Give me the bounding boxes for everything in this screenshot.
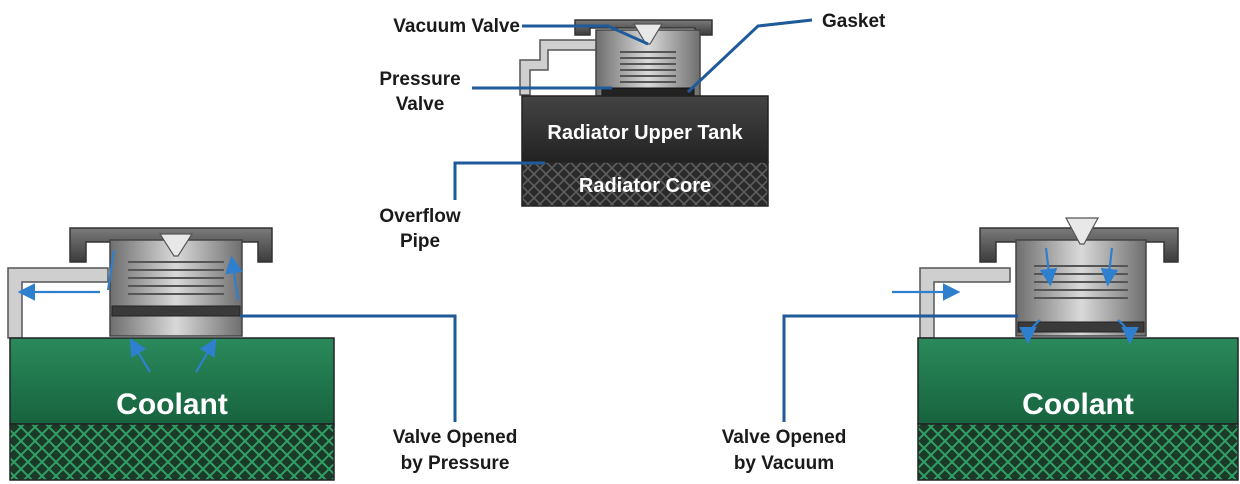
gasket-label: Gasket xyxy=(822,11,886,32)
right-coolant-label: Coolant xyxy=(1022,388,1134,421)
vacuum-valve-label: Vacuum Valve xyxy=(393,16,520,37)
vacuum-valve-cone xyxy=(632,23,664,45)
overflow-pipe xyxy=(519,39,616,96)
right-filler-neck xyxy=(1015,239,1147,337)
right-flow-arrow-down-left xyxy=(1039,247,1058,287)
right-flow-arrow-down-right xyxy=(1100,247,1119,287)
gasket xyxy=(601,87,695,97)
pressure-valve-label-line1: Pressure xyxy=(379,69,460,90)
right-flow-coolant-1 xyxy=(1019,319,1041,345)
left-cap-housing xyxy=(69,227,273,263)
left-flow-arrow-up-right xyxy=(225,255,243,301)
overflow-pipe-label-line2: Pipe xyxy=(400,231,440,252)
gasket-leader xyxy=(686,18,813,94)
left-flow-coolant-1 xyxy=(129,338,151,373)
left-spring xyxy=(128,261,224,295)
radiator-core-label: Radiator Core xyxy=(579,175,711,197)
right-radiator-core xyxy=(917,423,1239,481)
left-valve-plate xyxy=(111,305,241,317)
left-coolant-tank xyxy=(9,337,335,425)
left-vacuum-cone xyxy=(158,233,194,257)
right-cap-housing xyxy=(979,227,1179,263)
pressure-spring xyxy=(620,51,676,83)
overflow-pipe-leader xyxy=(453,161,545,200)
left-overflow-pipe xyxy=(7,267,109,339)
left-flow-arrow-up-left xyxy=(106,249,116,291)
right-diagram: Coolant Valve Opened by Vacuum xyxy=(722,217,1239,481)
right-valve-plate xyxy=(1017,321,1145,333)
right-coolant-tank xyxy=(917,337,1239,425)
left-coolant-label: Coolant xyxy=(116,388,228,421)
left-valve-leader xyxy=(240,314,457,422)
right-vacuum-cone xyxy=(1064,217,1100,245)
right-overflow-pipe xyxy=(919,267,1011,339)
left-valve-label-line1: Valve Opened xyxy=(393,427,518,448)
right-valve-label-line1: Valve Opened xyxy=(722,427,847,448)
right-valve-label-line2: by Vacuum xyxy=(734,453,834,474)
left-flow-coolant-2 xyxy=(195,338,217,373)
left-radiator-core xyxy=(9,423,335,481)
vacuum-valve-leader xyxy=(522,24,649,46)
upper-tank-label: Radiator Upper Tank xyxy=(547,122,743,144)
left-valve-label-line2: by Pressure xyxy=(401,453,510,474)
left-diagram: Coolant Valve Opened by Pressure xyxy=(7,227,518,481)
right-flow-coolant-2 xyxy=(1117,319,1139,345)
top-diagram: Radiator Upper Tank Radiator Core Vacuum… xyxy=(379,11,886,252)
radiator-upper-tank xyxy=(521,95,769,163)
pressure-valve-label-line2: Valve xyxy=(396,94,445,115)
radiator-core xyxy=(521,161,769,207)
right-valve-leader xyxy=(782,314,1018,422)
overflow-pipe-label-line1: Overflow xyxy=(379,206,461,227)
